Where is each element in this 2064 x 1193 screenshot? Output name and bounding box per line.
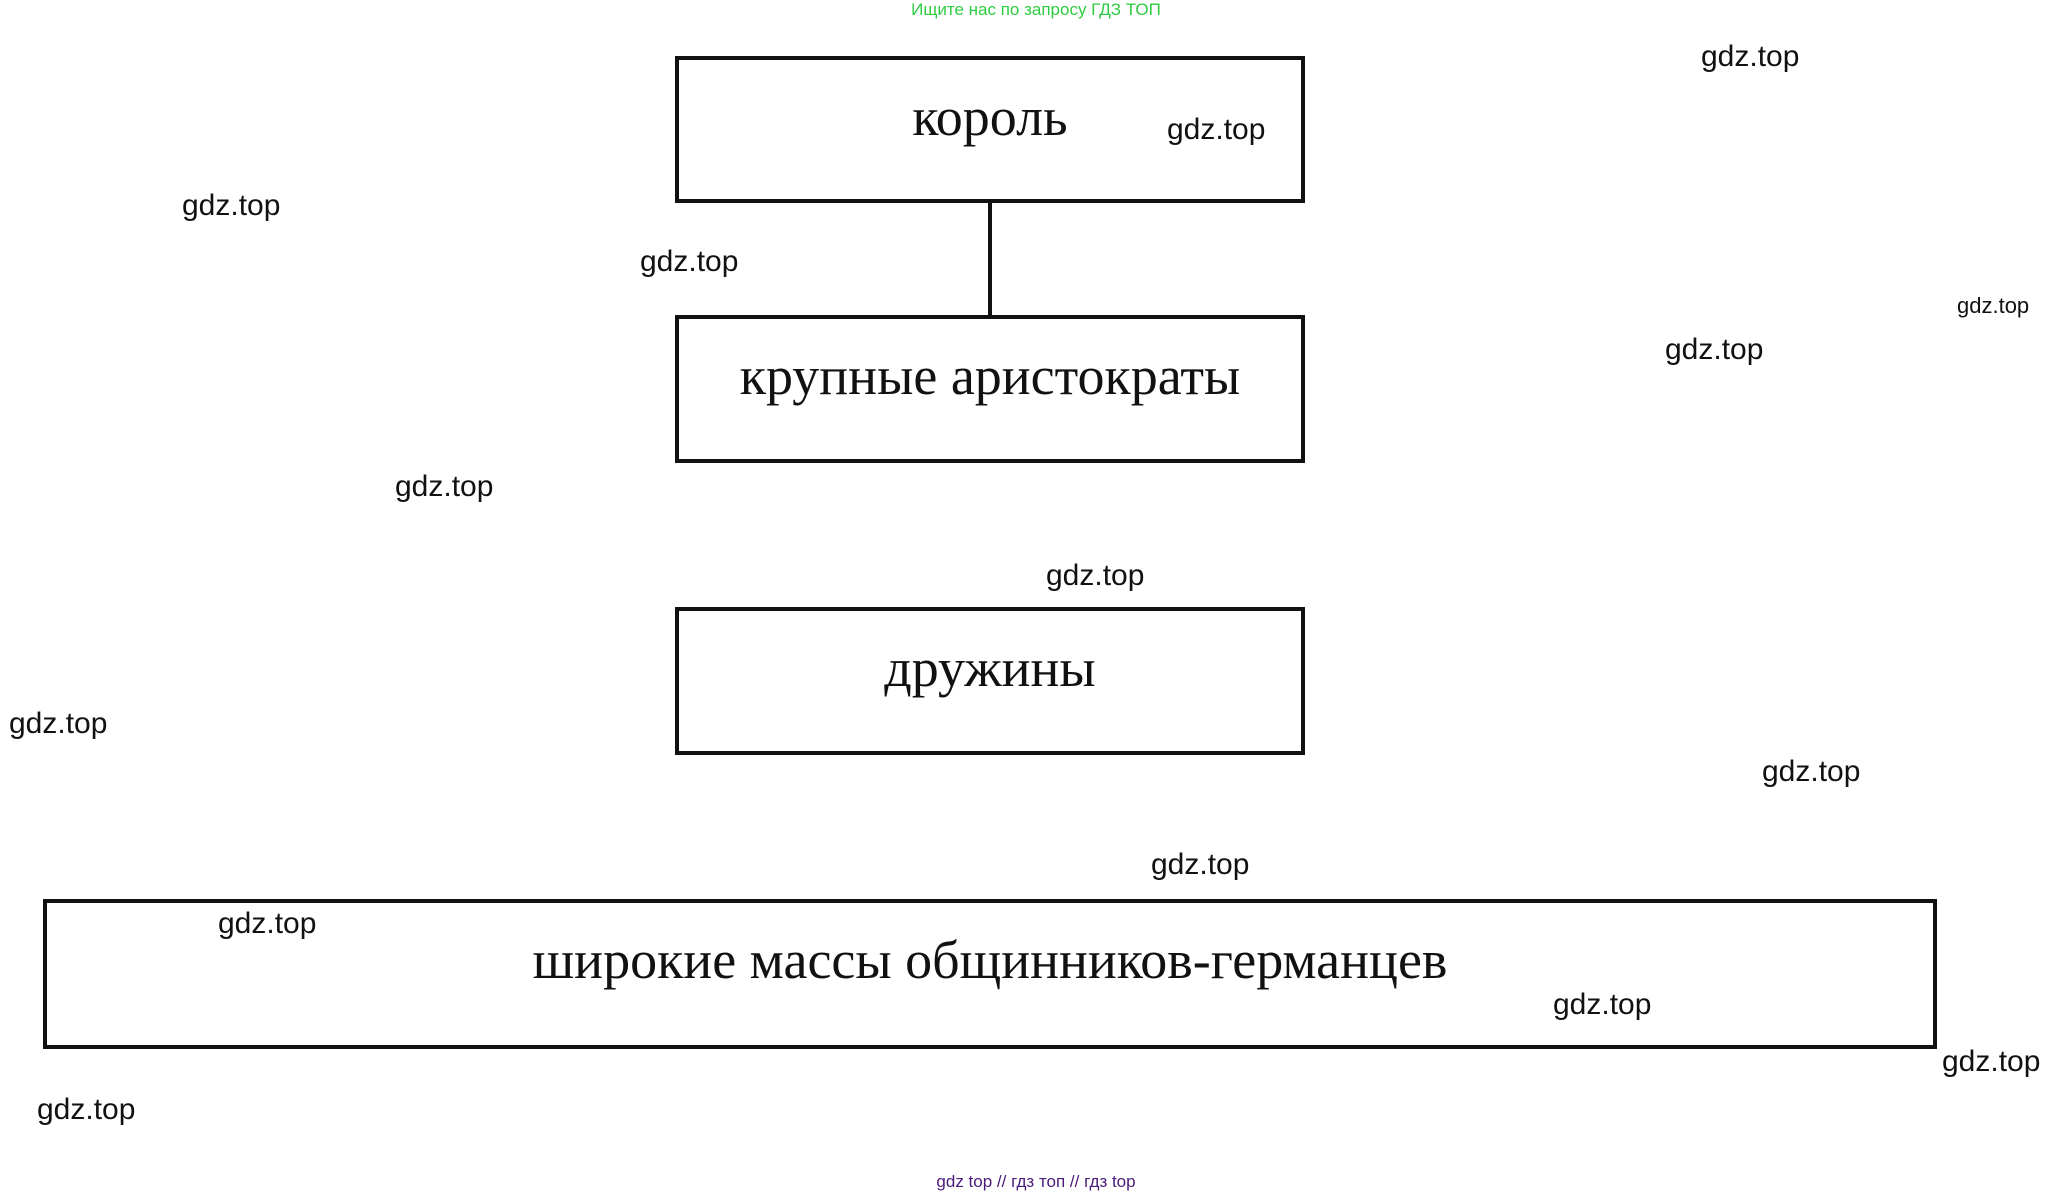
node-druzhiny: дружины: [675, 607, 1305, 755]
watermark: gdz.top: [1665, 333, 1764, 366]
watermark: gdz.top: [1957, 293, 2030, 318]
node-aristocrats: крупные аристократы: [675, 315, 1305, 463]
node-commoners: широкие массы общинников-германцев: [43, 899, 1937, 1049]
watermark: gdz.top: [1762, 755, 1861, 788]
watermark: gdz.top: [395, 470, 494, 503]
watermark: gdz.top: [9, 707, 108, 740]
node-label: крупные аристократы: [739, 346, 1241, 406]
watermark: gdz.top: [1046, 559, 1145, 592]
connector-line: [988, 202, 992, 315]
watermark: gdz.top: [1167, 113, 1266, 146]
watermark: gdz.top: [182, 189, 281, 222]
header-text: Ищите нас по запросу ГДЗ ТОП: [911, 0, 1161, 19]
watermark: gdz.top: [1942, 1045, 2041, 1078]
node-label: дружины: [884, 638, 1096, 698]
watermark: gdz.top: [218, 907, 317, 940]
node-king: король: [675, 56, 1305, 203]
watermark: gdz.top: [1151, 848, 1250, 881]
watermark: gdz.top: [1701, 40, 1800, 73]
node-label: король: [912, 87, 1068, 147]
footer-text: gdz top // гдз топ // гдз top: [936, 1172, 1136, 1191]
node-label: широкие массы общинников-германцев: [532, 930, 1448, 990]
watermark: gdz.top: [37, 1093, 136, 1126]
watermark: gdz.top: [1553, 988, 1652, 1021]
watermark: gdz.top: [640, 245, 739, 278]
